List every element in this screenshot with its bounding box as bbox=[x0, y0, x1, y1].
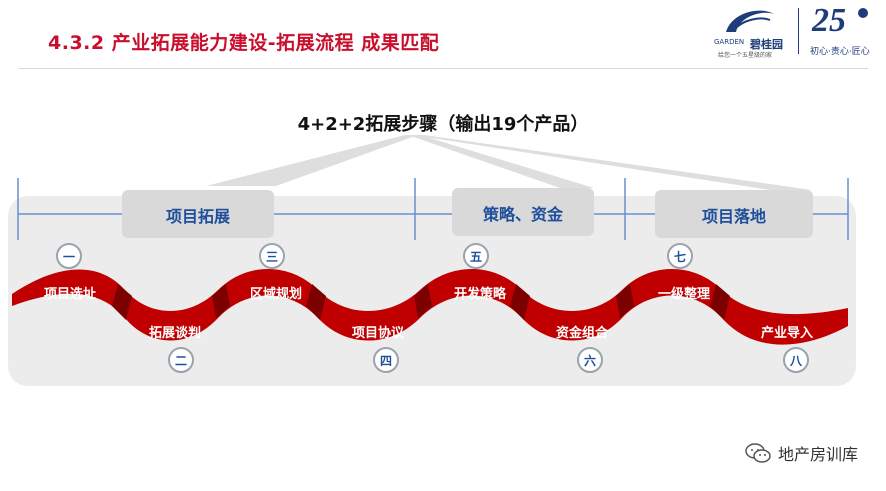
step-number-2: 二 bbox=[174, 354, 187, 368]
phase-box-1 bbox=[122, 190, 274, 238]
wave-folds bbox=[112, 284, 730, 320]
step-number-8: 八 bbox=[789, 354, 802, 368]
phase-label-2: 策略、资金 bbox=[482, 205, 563, 224]
brand-logo: GARDEN 碧桂园 给您一个五星级的家 bbox=[712, 4, 792, 62]
step-number-3: 三 bbox=[265, 250, 278, 264]
step-label-3: 区域规划 bbox=[249, 287, 302, 302]
logo-divider bbox=[798, 8, 799, 54]
step-label-1: 项目选址 bbox=[43, 287, 96, 302]
phase-box-2 bbox=[452, 188, 594, 236]
anniversary-number: 25 bbox=[812, 2, 846, 39]
step-number-6: 六 bbox=[583, 354, 596, 368]
step-number-5: 五 bbox=[469, 250, 482, 264]
wechat-icon bbox=[745, 443, 771, 463]
subtitle-rays bbox=[206, 135, 812, 190]
step-label-6: 资金组合 bbox=[555, 326, 608, 341]
page-title: 4.3.2 产业拓展能力建设-拓展流程 成果匹配 bbox=[48, 32, 440, 54]
step-label-4: 项目协议 bbox=[351, 326, 404, 341]
brand-logo-name: 碧桂园 bbox=[750, 38, 783, 51]
step-label-5: 开发策略 bbox=[453, 287, 506, 302]
brand-logo-en: GARDEN bbox=[714, 38, 745, 46]
step-label-8: 产业导入 bbox=[760, 326, 813, 341]
number-badges bbox=[56, 243, 809, 373]
step-number-7: 七 bbox=[673, 250, 686, 264]
diagram-subtitle: 4+2+2拓展步骤（输出19个产品） bbox=[297, 114, 589, 135]
phase-label-1: 项目拓展 bbox=[165, 207, 230, 226]
wechat-watermark: 地产房训库 bbox=[744, 441, 858, 465]
step-label-7: 一级整理 bbox=[657, 287, 710, 302]
step-label-2: 拓展谈判 bbox=[148, 326, 201, 341]
step-number-4: 四 bbox=[379, 354, 392, 368]
watermark-text: 地产房训库 bbox=[777, 445, 858, 464]
anniversary-tagline: 初心·责心·匠心 bbox=[810, 47, 870, 57]
anniversary-badge-icon bbox=[858, 8, 868, 18]
step-number-1: 一 bbox=[62, 250, 75, 264]
phase-box-3 bbox=[655, 190, 813, 238]
header-rule bbox=[18, 68, 868, 69]
brand-logo-tagline: 给您一个五星级的家 bbox=[718, 52, 773, 59]
anniversary-logo: 25 初心·责心·匠心 bbox=[808, 2, 878, 62]
brand-logo-mark-icon bbox=[726, 10, 774, 32]
phase-label-3: 项目落地 bbox=[701, 207, 766, 226]
